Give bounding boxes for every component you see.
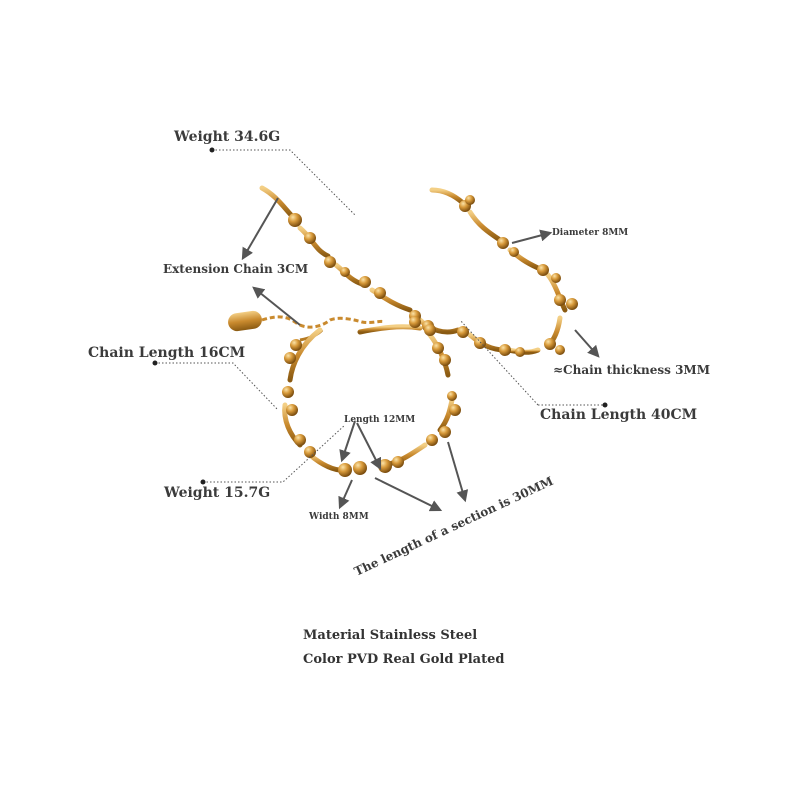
extension-chain-label: Extension Chain 3CM — [163, 262, 309, 276]
weight-bracelet-label: Weight 15.7G — [164, 485, 271, 501]
annotation-arrows — [241, 197, 600, 512]
chain-length-bracelet-label: Chain Length 16CM — [88, 345, 246, 361]
leader-lines — [155, 149, 605, 483]
material-text: Material Stainless Steel — [303, 628, 478, 643]
width-link-label: Width 8MM — [309, 512, 369, 522]
necklace-beads — [288, 195, 578, 357]
leader-dots — [152, 147, 608, 485]
extension-chain — [228, 310, 386, 342]
weight-necklace-label: Weight 34.6G — [174, 129, 281, 145]
color-text: Color PVD Real Gold Plated — [303, 652, 505, 667]
diameter-label: Diameter 8MM — [552, 228, 629, 238]
bracelet-beads — [282, 316, 461, 477]
necklace-chain — [259, 185, 568, 355]
chain-thickness-label: ≈Chain thickness 3MM — [553, 363, 710, 377]
chain-length-necklace-label: Chain Length 40CM — [540, 407, 698, 423]
length-link-label: Length 12MM — [344, 415, 416, 425]
